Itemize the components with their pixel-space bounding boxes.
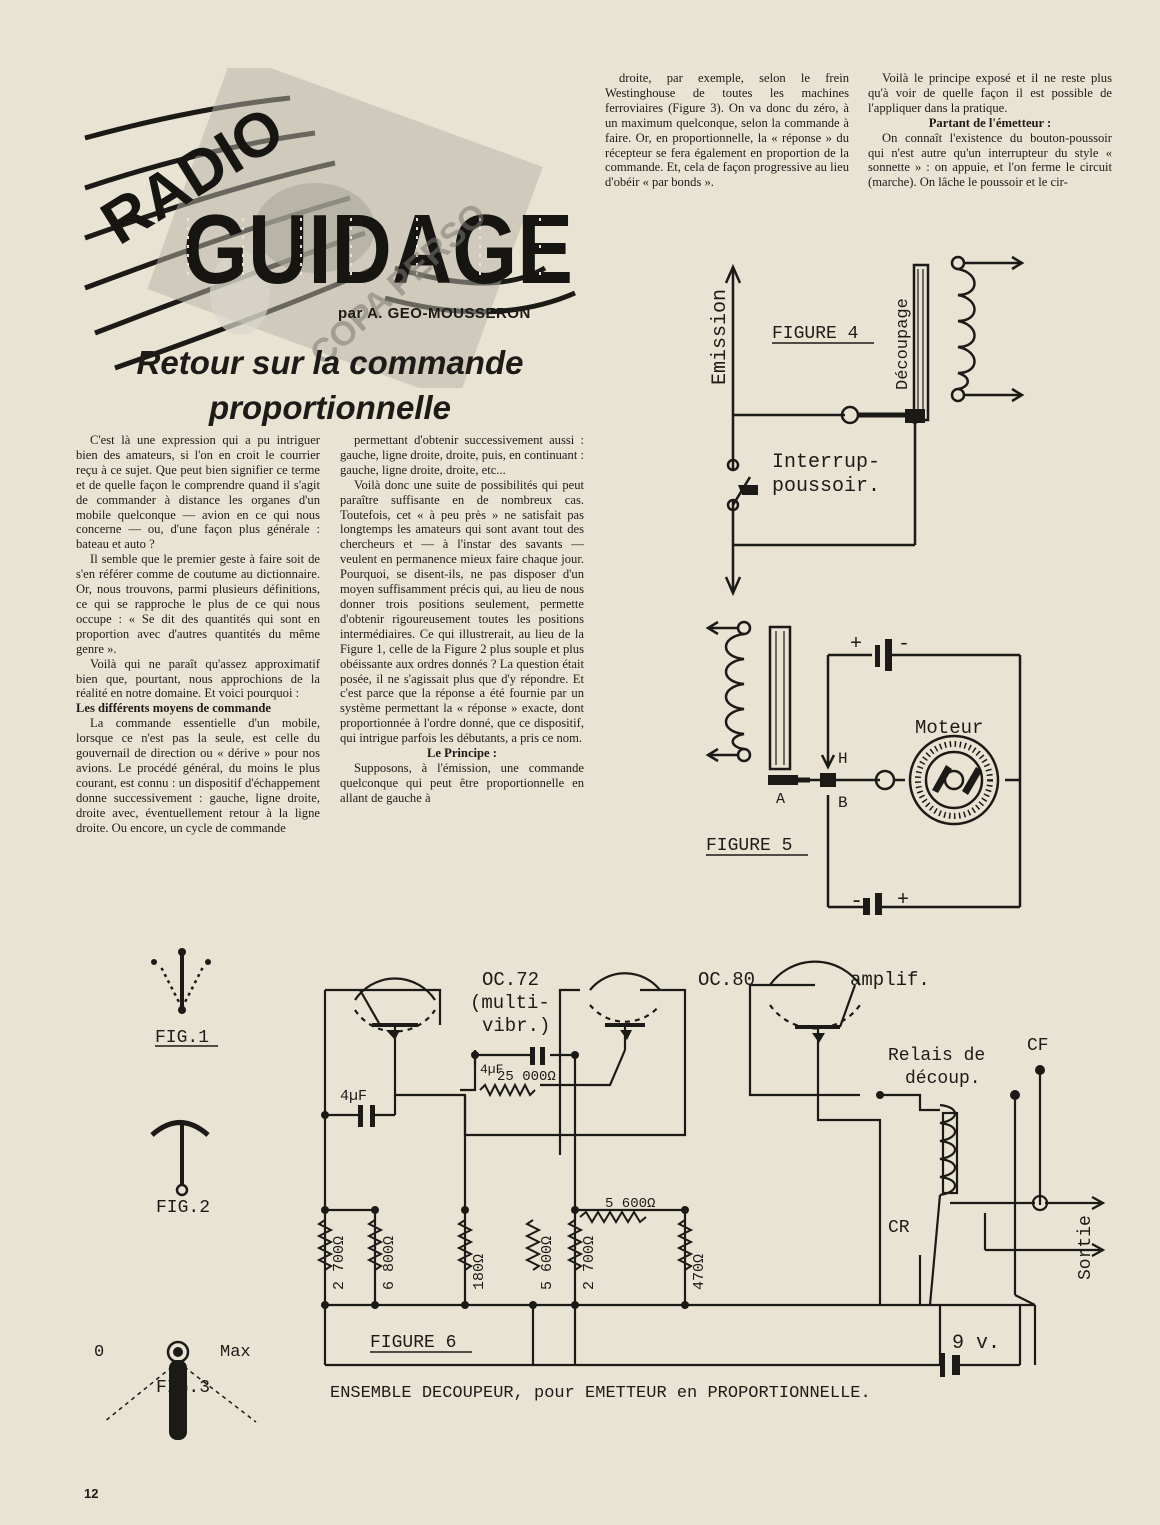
potentiometer-label: 25 000Ω	[497, 1069, 556, 1085]
oc72-note-1: (multi-	[470, 992, 550, 1014]
figure-4-switch-label-1: Interrup-	[772, 451, 880, 474]
fig-2-caption: FIG.2	[156, 1198, 210, 1218]
resistor-zigzag-2	[366, 1219, 384, 1271]
figure-4-switch-label-2: poussoir.	[772, 475, 880, 498]
cr-label: CR	[888, 1218, 910, 1238]
fig-3-caption: FIG.3	[156, 1378, 210, 1398]
resistor-value-label: 180Ω	[471, 1254, 488, 1290]
paragraph: C'est là une expression qui a pu intrigu…	[76, 433, 320, 552]
byline: par A. GEO-MOUSSERON	[338, 305, 531, 322]
oc72-label: OC.72	[482, 969, 539, 991]
title-guidage: GUIDAGE	[183, 194, 573, 304]
figure-6-footer: ENSEMBLE DECOUPEUR, pour EMETTEUR en PRO…	[330, 1384, 871, 1403]
battery-label: 9 v.	[952, 1332, 1000, 1355]
relay-label-2: découp.	[905, 1069, 981, 1089]
potentiometer-zigzag	[479, 1082, 536, 1098]
resistor-zigzag-6	[676, 1219, 694, 1271]
section-heading: Le Principe :	[427, 746, 497, 761]
paragraph: On connaît l'existence du bouton-poussoi…	[868, 130, 1112, 190]
resistor-zigzag-1	[316, 1219, 334, 1271]
resistor-value-label: 5 600Ω	[539, 1236, 556, 1290]
article-column-2: permettant d'obtenir successivement auss…	[340, 433, 584, 806]
paragraph: Voilà le principe exposé et il ne reste …	[868, 71, 1112, 115]
page-number: 12	[84, 1486, 99, 1501]
resistor-value-label: 470Ω	[691, 1254, 708, 1290]
article-column-3: droite, par exemple, selon le frein West…	[605, 71, 849, 190]
subtitle-line-1: Retour sur la commande	[136, 344, 524, 381]
figure-4-decoupage-label: Découpage	[894, 298, 913, 390]
cf-label: CF	[1027, 1036, 1049, 1056]
paragraph: droite, par exemple, selon le frein West…	[605, 71, 849, 190]
figure-5-label-h: H	[838, 750, 848, 768]
figure-6-caption: FIGURE 6	[370, 1333, 456, 1353]
paragraph: Voilà donc une suite de possibilités qui…	[340, 477, 584, 746]
resistor-value-label: 6 800Ω	[381, 1236, 398, 1290]
resistor-zigzag-5	[566, 1219, 584, 1271]
figure-5-minus-top: -	[898, 633, 910, 656]
figure-5-motor-label: Moteur	[915, 717, 983, 739]
oc72-note-2: vibr.)	[482, 1015, 550, 1037]
paragraph: Supposons, à l'émission, une commande qu…	[340, 760, 584, 805]
figure-6-schematic: OC.72 (multi- vibr.) OC.80 amplif. 4µF 4…	[316, 960, 1106, 1403]
paragraph: permettant d'obtenir successivement auss…	[340, 433, 584, 477]
paragraph: Voilà qui ne paraît qu'assez approximati…	[76, 656, 320, 701]
figures-1-2-3: FIG.1 FIG.2 0 Max FIG.3	[94, 948, 257, 1440]
title-graphic: RADIO GUIDAGE COPA PERSO	[84, 68, 577, 388]
fig-1-caption: FIG.1	[155, 1028, 209, 1048]
output-label: Sortie	[1076, 1215, 1096, 1280]
figure-5-label-b: B	[838, 794, 848, 812]
fig-3-max-label: Max	[220, 1343, 251, 1362]
resistor-value-label: 2 700Ω	[331, 1236, 348, 1290]
relay-label-1: Relais de	[888, 1046, 985, 1066]
series-resistor-label: 5 600Ω	[605, 1196, 655, 1212]
oc80-note: amplif.	[850, 969, 930, 991]
subtitle-line-2: proportionnelle	[209, 389, 451, 426]
section-heading: Les différents moyens de commande	[76, 701, 271, 716]
section-heading: Partant de l'émetteur :	[928, 115, 1052, 130]
paragraph: Il semble que le premier geste à faire s…	[76, 552, 320, 656]
figure-4-diagram: Emission FIGURE 4 Découpage Interrup- po…	[709, 255, 1025, 597]
paragraph: La commande essentielle d'un mobile, lor…	[76, 716, 320, 835]
oc80-label: OC.80	[698, 969, 755, 991]
article-column-1: C'est là une expression qui a pu intrigu…	[76, 433, 320, 835]
cap-1-label: 4µF	[340, 1088, 367, 1105]
figure-5-caption: FIGURE 5	[706, 836, 792, 856]
resistor-zigzag-3	[456, 1219, 474, 1271]
resistor-zigzag-series	[579, 1210, 647, 1224]
figure-5-diagram: + - Moteur H A B FIGURE 5 - +	[705, 620, 1022, 915]
fig-3-min-label: 0	[94, 1343, 104, 1362]
figure-4-caption: FIGURE 4	[772, 324, 858, 344]
figure-5-plus-top: +	[850, 633, 862, 656]
cap-2-label: 4µF	[480, 1062, 503, 1077]
subtitle: Retour sur la commande proportionnelle	[95, 340, 565, 430]
resistor-zigzag-4	[524, 1219, 542, 1271]
article-column-4: Voilà le principe exposé et il ne reste …	[868, 71, 1112, 190]
figure-5-plus-bottom: +	[897, 889, 909, 912]
resistor-value-label: 2 700Ω	[581, 1236, 598, 1290]
figure-5-label-a: A	[776, 791, 785, 808]
figure-4-emission-label: Emission	[709, 289, 732, 385]
figure-5-minus-bottom: -	[850, 889, 863, 914]
